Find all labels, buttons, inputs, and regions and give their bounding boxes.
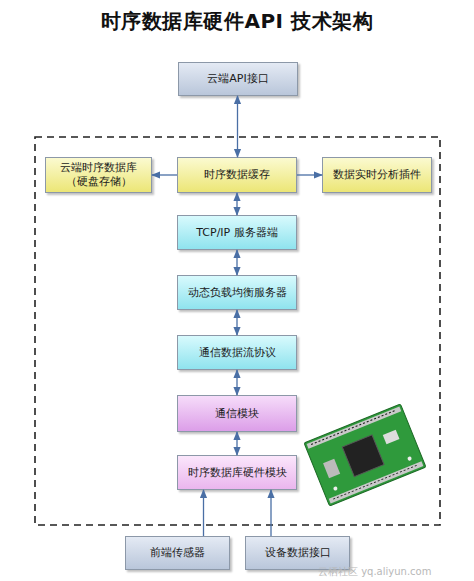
arrow-connector <box>203 490 204 536</box>
process-box: 时序数据库硬件模块 <box>177 455 297 490</box>
process-box: 云端API接口 <box>178 62 298 96</box>
box-text: TCP/IP 服务器端 <box>196 226 277 240</box>
watermark: 云栖社区 yq.aliyun.com <box>318 565 431 579</box>
arrow-connector <box>270 490 271 536</box>
circuit-board <box>304 404 426 506</box>
arrow-connector <box>236 432 237 455</box>
arrow-connector <box>236 193 237 215</box>
process-box: 通信数据流协议 <box>177 335 297 370</box>
arrow-connector <box>297 174 322 175</box>
box-text: 云端时序数据库 （硬盘存储） <box>50 161 147 189</box>
box-text: 动态负载均衡服务器 <box>188 286 287 300</box>
arrow-connector <box>236 370 237 395</box>
box-text: 设备数据接口 <box>265 546 331 560</box>
arrow-connector <box>236 250 237 275</box>
arrow-connector <box>236 310 237 335</box>
box-text: 前端传感器 <box>150 546 205 560</box>
arrow-connector <box>152 174 177 175</box>
box-text: 通信模块 <box>215 407 259 421</box>
process-box: 前端传感器 <box>125 536 230 570</box>
box-text: 时序数据缓存 <box>204 168 270 182</box>
process-box: TCP/IP 服务器端 <box>177 215 297 250</box>
arrow-connector <box>237 96 238 157</box>
box-text: 云端API接口 <box>207 72 268 86</box>
process-box: 时序数据缓存 <box>177 157 297 193</box>
process-box: 通信模块 <box>177 395 297 432</box>
box-text: 通信数据流协议 <box>199 346 276 360</box>
dashed-boundary <box>35 137 440 525</box>
process-box: 数据实时分析插件 <box>322 157 432 193</box>
box-text: 时序数据库硬件模块 <box>188 466 287 480</box>
process-box: 动态负载均衡服务器 <box>177 275 297 310</box>
process-box: 云端时序数据库 （硬盘存储） <box>45 157 152 193</box>
process-box: 设备数据接口 <box>245 536 350 570</box>
box-text: 数据实时分析插件 <box>333 168 421 182</box>
diagram-title: 时序数据库硬件API 技术架构 <box>0 8 474 35</box>
